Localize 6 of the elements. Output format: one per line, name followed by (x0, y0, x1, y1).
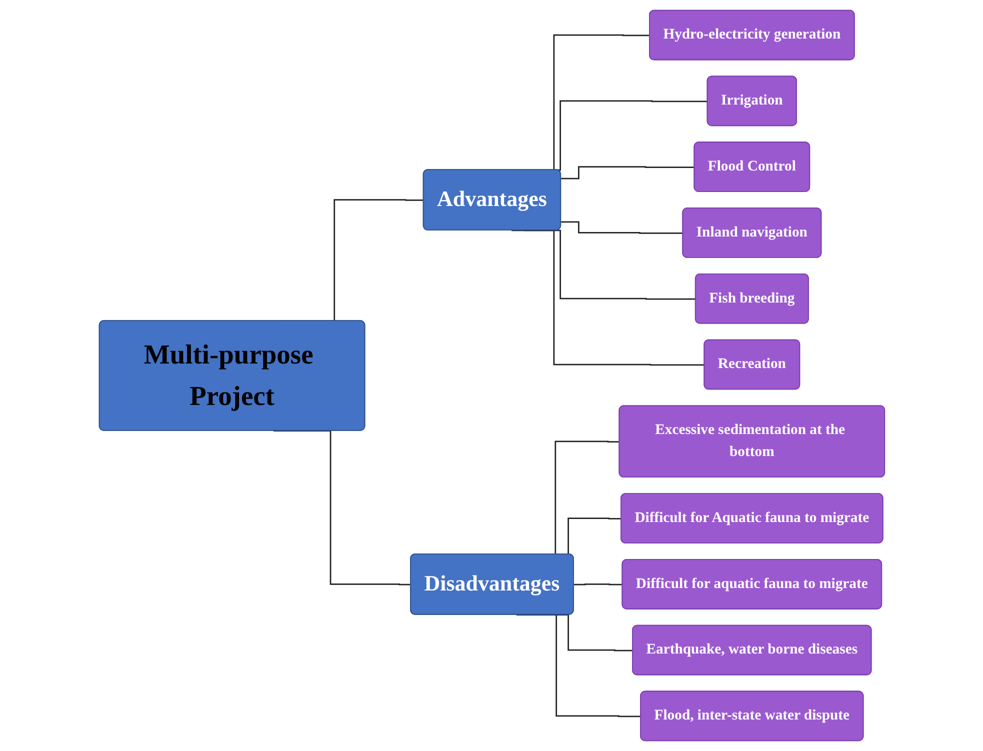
connector (272, 430, 410, 586)
connector (511, 230, 704, 366)
connector (573, 583, 622, 586)
connector (516, 614, 641, 718)
connector (560, 221, 683, 234)
connector (560, 166, 694, 180)
